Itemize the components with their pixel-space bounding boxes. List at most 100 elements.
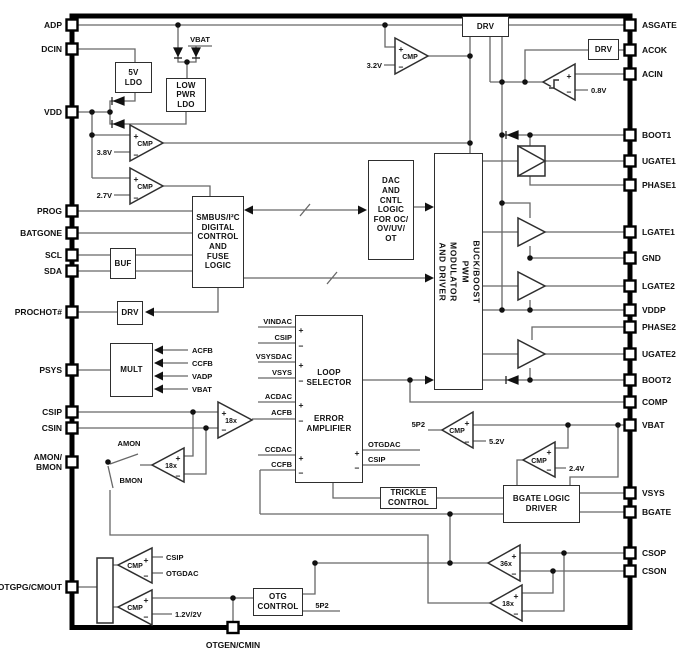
gain-18x-cson: 18x	[502, 601, 514, 608]
minus-mark: −	[399, 62, 404, 72]
diode-symbols	[111, 47, 519, 385]
cmp-3v2-label: CMP	[402, 54, 418, 61]
minus-mark: −	[514, 609, 519, 619]
loop-out-csip: CSIP	[368, 455, 386, 464]
pin-label-csip: CSIP	[42, 407, 62, 417]
pin-label-ugate2: UGATE2	[642, 349, 676, 359]
loop-in-acfb: ACFB	[271, 408, 292, 417]
loop-in-csip: CSIP	[274, 333, 292, 342]
amp-18x-cson-triangle	[488, 583, 523, 623]
pin-label-vdd: VDD	[44, 107, 62, 117]
vbat-top-label: VBAT	[190, 35, 210, 44]
trickle-control-block: TRICKLE CONTROL	[380, 487, 437, 509]
pin-label-acok: ACOK	[642, 45, 668, 55]
pin-label-vddp: VDDP	[642, 305, 666, 315]
cmp-2v4-label: CMP	[531, 458, 547, 465]
minus-mark: −	[299, 416, 304, 426]
plus-mark: +	[222, 408, 227, 418]
ref-0v8: 0.8V	[591, 86, 606, 95]
minus-mark: −	[512, 569, 517, 579]
bgate-logic-driver-block: BGATE LOGIC DRIVER	[503, 485, 580, 523]
plus-mark: +	[134, 174, 139, 184]
pin-label-boot2: BOOT2	[642, 375, 672, 385]
minus-mark: −	[547, 465, 552, 475]
amp-36x-triangle	[486, 543, 521, 583]
gain-18x-csip: 18x	[225, 418, 237, 425]
plus-mark: +	[399, 44, 404, 54]
label-5p2-cmp: 5P2	[412, 420, 425, 429]
loop-in-vsysdac: VSYSDAC	[256, 352, 293, 361]
pin-label-otgpg: OTGPG/CMOUT	[0, 582, 63, 592]
pin-label-amon: AMON/	[34, 452, 63, 462]
plus-mark: +	[299, 400, 304, 410]
drv-acok-block: DRV	[588, 39, 619, 60]
smbus-block: SMBUS/I²C DIGITAL CONTROL AND FUSE LOGIC	[192, 196, 244, 288]
minus-mark: −	[144, 571, 149, 581]
label-5p2-otg: 5P2	[315, 601, 328, 610]
pin-squares	[65, 18, 637, 635]
pin-label-dcin: DCIN	[41, 44, 62, 54]
cmp-2v4-triangle	[521, 440, 556, 479]
amp-18x-amon-triangle	[150, 446, 185, 484]
mult-in-acfb: ACFB	[192, 346, 213, 355]
cmp-2v7-label: CMP	[137, 184, 153, 191]
cmp-3v8-triangle	[129, 123, 165, 163]
pin-label-otgen: OTGEN/CMIN	[206, 640, 260, 650]
otg-control-block: OTG CONTROL	[253, 588, 303, 616]
drv-asgate-block: DRV	[462, 16, 509, 37]
plus-mark: +	[144, 555, 149, 565]
plus-mark: +	[176, 453, 181, 463]
signal-labels: VBAT 3.8V 2.7V 3.2V 0.8V 5.2V 2.4V 1.2V/…	[97, 35, 607, 619]
pin-label-ugate1: UGATE1	[642, 156, 676, 166]
amp-triangles	[96, 36, 576, 627]
ldo-5v-block: 5V LDO	[115, 62, 152, 93]
minus-mark: −	[299, 376, 304, 386]
pin-label-acin: ACIN	[642, 69, 663, 79]
ref-1v2-2v: 1.2V/2V	[175, 610, 202, 619]
minus-mark: −	[134, 193, 139, 203]
junction-dots	[89, 22, 621, 601]
driver2-triangle	[517, 216, 547, 248]
minus-mark: −	[355, 463, 360, 473]
otgpg-mux-rect	[96, 557, 114, 624]
pin-label-cson: CSON	[642, 566, 667, 576]
plus-mark: +	[567, 71, 572, 81]
dac-cntl-block: DAC AND CNTL LOGIC FOR OC/ OV/UV/ OT	[368, 160, 414, 260]
polarity-marks: + − + − + − + − + − + − + − + − + − + − …	[134, 44, 572, 622]
plus-mark: +	[299, 360, 304, 370]
ref-3v8: 3.8V	[97, 148, 112, 157]
loop-in-acdac: ACDAC	[265, 392, 293, 401]
minus-mark: −	[176, 471, 181, 481]
pin-label-batgone: BATGONE	[20, 228, 62, 238]
pin-label-vsys: VSYS	[642, 488, 665, 498]
cmp-otg-upper-label: CMP	[127, 563, 143, 570]
pin-label-sda: SDA	[44, 266, 62, 276]
buf-block: BUF	[110, 248, 136, 279]
driver4-triangle	[517, 338, 547, 370]
acin-schmitt-triangle	[541, 62, 576, 102]
minus-mark: −	[144, 612, 149, 622]
cmp-otg-lower-triangle	[116, 588, 153, 627]
amp-labels: CMP CMP CMP CMP CMP CMP CMP 18x 18x 36x …	[127, 54, 547, 612]
loop-in-vsys: VSYS	[272, 368, 292, 377]
ref-5v2: 5.2V	[489, 437, 504, 446]
ref-3v2: 3.2V	[367, 61, 382, 70]
hysteresis-icon	[549, 79, 559, 89]
mult-in-ccfb: CCFB	[192, 359, 213, 368]
minus-mark: −	[465, 437, 470, 447]
ref-2v7: 2.7V	[97, 191, 112, 200]
pin-label-adp: ADP	[44, 20, 62, 30]
minus-mark: −	[299, 341, 304, 351]
cmp-otg-upper-triangle	[116, 546, 153, 585]
bmon-switch-label: BMON	[120, 476, 143, 485]
plus-mark: +	[134, 131, 139, 141]
pin-label-gnd: GND	[642, 253, 661, 263]
pin-label-phase1: PHASE1	[642, 180, 676, 190]
minus-mark: −	[567, 87, 572, 97]
wiring	[72, 24, 630, 622]
plus-mark: +	[299, 453, 304, 463]
pin-label-bmon: BMON	[36, 462, 62, 472]
loop-in-vindac: VINDAC	[263, 317, 292, 326]
pin-labels: ADP DCIN VDD PROG BATGONE SCL SDA PROCHO…	[0, 20, 677, 650]
